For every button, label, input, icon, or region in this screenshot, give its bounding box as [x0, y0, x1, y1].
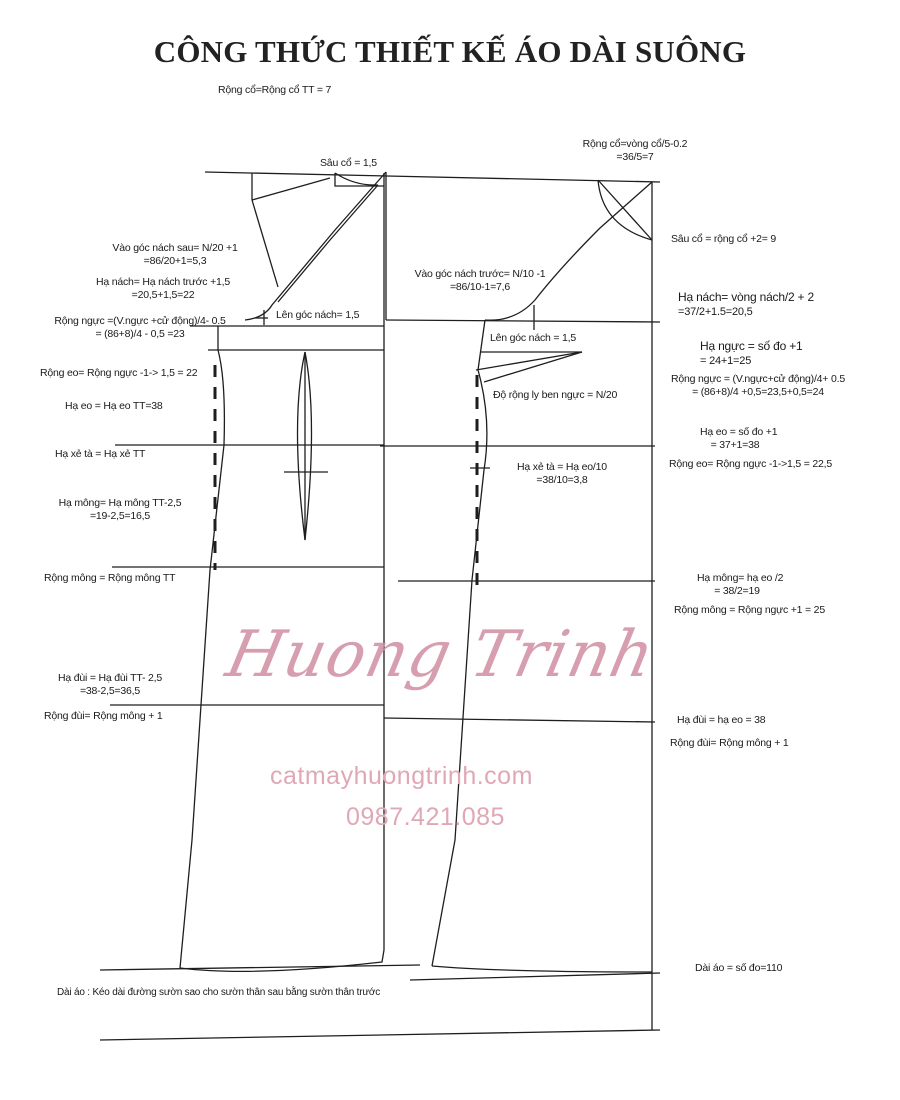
- front-dart-width-label: Độ rộng ly ben ngực = N/20: [493, 389, 618, 401]
- front-armhole-in-label: Vào góc nách trước= N/10 -1 =86/10-1=7,6: [414, 268, 546, 293]
- front-bust-width-label: Rộng ngực = (V.ngực+cử động)/4+ 0.5 = (8…: [671, 373, 845, 398]
- page-title: CÔNG THỨC THIẾT KẾ ÁO DÀI SUÔNG: [153, 34, 747, 69]
- watermark-website: catmayhuongtrinh.com: [270, 762, 533, 790]
- back-neck-depth-label: Sâu cổ = 1,5: [320, 157, 377, 169]
- front-length-label: Dài áo = số đo=110: [695, 962, 783, 974]
- front-waist-width-label: Rộng eo= Rộng ngực -1->1,5 = 22,5: [669, 458, 833, 470]
- back-hip-width-label: Rộng mông = Rộng mông TT: [44, 572, 176, 584]
- back-waist-drop-label: Hạ eo = Hạ eo TT=38: [65, 400, 163, 412]
- watermark-phone: 0987.421.085: [346, 803, 505, 831]
- back-length-note: Dài áo : Kéo dài đường sườn sao cho sườn…: [57, 987, 380, 998]
- front-thigh-drop-label: Hạ đùi = hạ eo = 38: [677, 714, 766, 726]
- front-thigh-width-label: Rộng đùi= Rộng mông + 1: [670, 737, 789, 749]
- front-panel-lines: [380, 172, 661, 1030]
- watermark-signature: Huong Trinh: [220, 618, 662, 692]
- front-hip-width-label: Rộng mông = Rộng ngực +1 = 25: [674, 604, 825, 616]
- front-neck-depth-label: Sâu cổ = rộng cổ +2= 9: [671, 233, 777, 245]
- front-waist-drop-label: Hạ eo = số đo +1 = 37+1=38: [700, 426, 778, 451]
- back-hip-drop-label: Hạ mông= Hạ mông TT-2,5 =19-2,5=16,5: [58, 497, 182, 522]
- back-armhole-in-label: Vào góc nách sau= N/20 +1 =86/20+1=5,3: [112, 242, 238, 267]
- back-waist-width-label: Rộng eo= Rộng ngực -1-> 1,5 = 22: [40, 367, 198, 379]
- front-neck-width-label: Rộng cổ=vòng cổ/5-0.2 =36/5=7: [582, 138, 688, 163]
- front-armhole-raise-label: Lên góc nách = 1,5: [490, 332, 577, 344]
- back-thigh-drop-label: Hạ đùi = Hạ đùi TT- 2,5 =38-2,5=36,5: [57, 672, 163, 697]
- back-armhole-drop-label: Hạ nách= Hạ nách trước +1,5 =20,5+1,5=22: [95, 276, 230, 301]
- back-armhole-raise-label: Lên góc nách= 1,5: [276, 309, 360, 321]
- front-armhole-drop-label: Hạ nách= vòng nách/2 + 2 =37/2+1.5=20,5: [678, 290, 814, 318]
- front-slit-drop-label: Hạ xẻ tà = Hạ eo/10 =38/10=3,8: [517, 461, 607, 486]
- back-panel-lines: [99, 171, 661, 1041]
- back-thigh-width-label: Rộng đùi= Rộng mông + 1: [44, 710, 163, 722]
- front-bust-drop-label: Hạ ngực = số đo +1 = 24+1=25: [700, 339, 803, 367]
- front-hip-drop-label: Hạ mông= hạ eo /2 = 38/2=19: [697, 572, 784, 597]
- back-slit-drop-label: Hạ xẻ tà = Hạ xẻ TT: [55, 448, 146, 460]
- back-neck-width-label: Rộng cổ=Rộng cổ TT = 7: [218, 84, 332, 96]
- back-bust-width-label: Rộng ngực =(V.ngực +cử động)/4- 0.5 = (8…: [54, 315, 226, 340]
